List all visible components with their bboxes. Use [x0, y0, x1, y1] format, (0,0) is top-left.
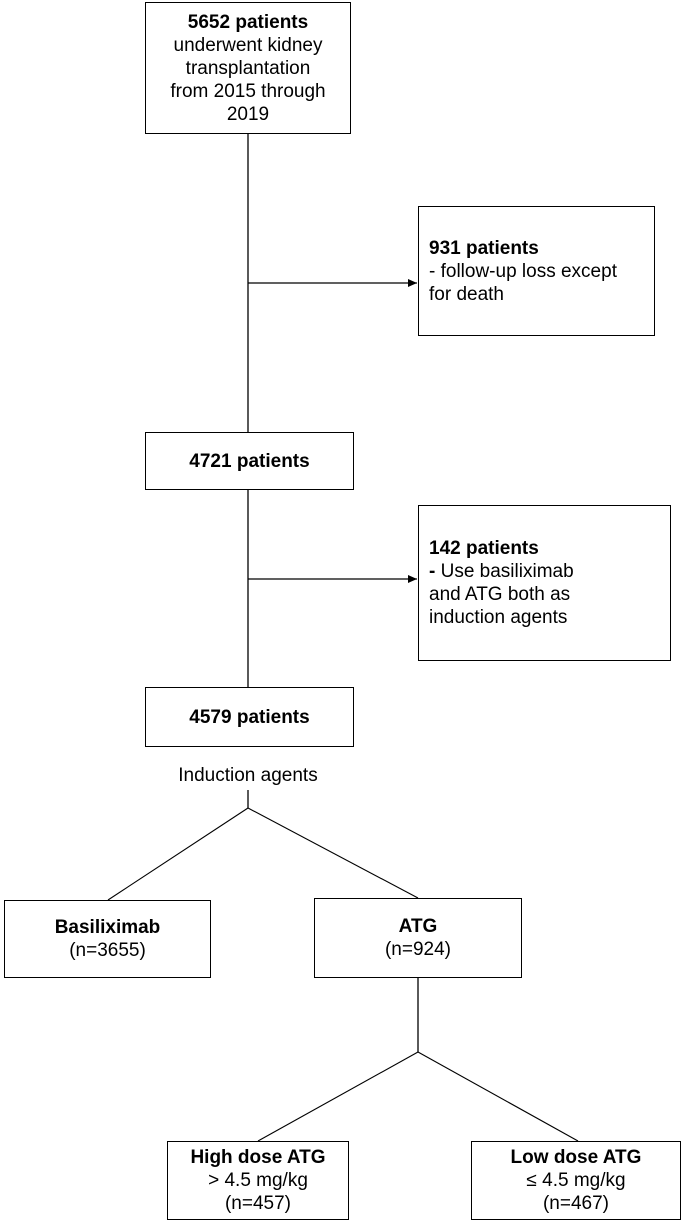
- excl1-line-1: - follow-up loss except: [429, 260, 617, 282]
- atg-n: (n=924): [384, 939, 452, 960]
- high-threshold: > 4.5 mg/kg: [208, 1170, 308, 1191]
- excl2-line-2: and ATG both as: [429, 584, 571, 605]
- induction-agents-label: Induction agents: [178, 765, 318, 786]
- start-count: 5652 patients: [187, 11, 309, 33]
- excl1-count: 931 patients: [429, 237, 539, 259]
- box-low-dose: Low dose ATG ≤ 4.5 mg/kg (n=467): [471, 1141, 681, 1220]
- start-line-1: underwent kidney: [173, 34, 323, 56]
- start-line-2: transplantation: [185, 57, 311, 79]
- branch-right: [247, 807, 419, 899]
- box-4721: 4721 patients: [145, 432, 354, 490]
- box-atg: ATG (n=924): [314, 898, 522, 978]
- box-exclusion-2: 142 patients - Use basiliximab and ATG b…: [418, 505, 671, 661]
- atg-title: ATG: [398, 916, 438, 937]
- excl2-line-1: - Use basiliximab: [429, 560, 574, 583]
- excl2-dash: -: [429, 561, 436, 582]
- box-4579: 4579 patients: [145, 687, 354, 747]
- low-n: (n=467): [542, 1193, 610, 1214]
- atg-branch-right: [417, 1051, 579, 1142]
- box-high-dose: High dose ATG > 4.5 mg/kg (n=457): [167, 1141, 349, 1220]
- mid2-count: 4579 patients: [189, 706, 310, 728]
- low-title: Low dose ATG: [510, 1147, 642, 1168]
- excl2-line-1-text: Use basiliximab: [435, 561, 574, 582]
- high-n: (n=457): [224, 1193, 292, 1214]
- start-line-3: from 2015 through: [170, 80, 326, 102]
- basiliximab-title: Basiliximab: [54, 917, 161, 938]
- high-title: High dose ATG: [190, 1147, 326, 1168]
- branch-left: [107, 807, 249, 901]
- atg-branch-left: [257, 1051, 419, 1142]
- box-basiliximab: Basiliximab (n=3655): [4, 900, 211, 978]
- low-threshold: ≤ 4.5 mg/kg: [526, 1170, 626, 1191]
- excl2-line-3: induction agents: [429, 607, 568, 628]
- excl2-count: 142 patients: [429, 538, 539, 559]
- excl1-line-2: for death: [429, 283, 504, 305]
- box-exclusion-1: 931 patients - follow-up loss except for…: [418, 206, 655, 336]
- mid1-count: 4721 patients: [189, 450, 310, 472]
- basiliximab-n: (n=3655): [69, 940, 146, 961]
- start-line-4: 2019: [226, 103, 270, 125]
- box-start: 5652 patients underwent kidney transplan…: [145, 2, 351, 134]
